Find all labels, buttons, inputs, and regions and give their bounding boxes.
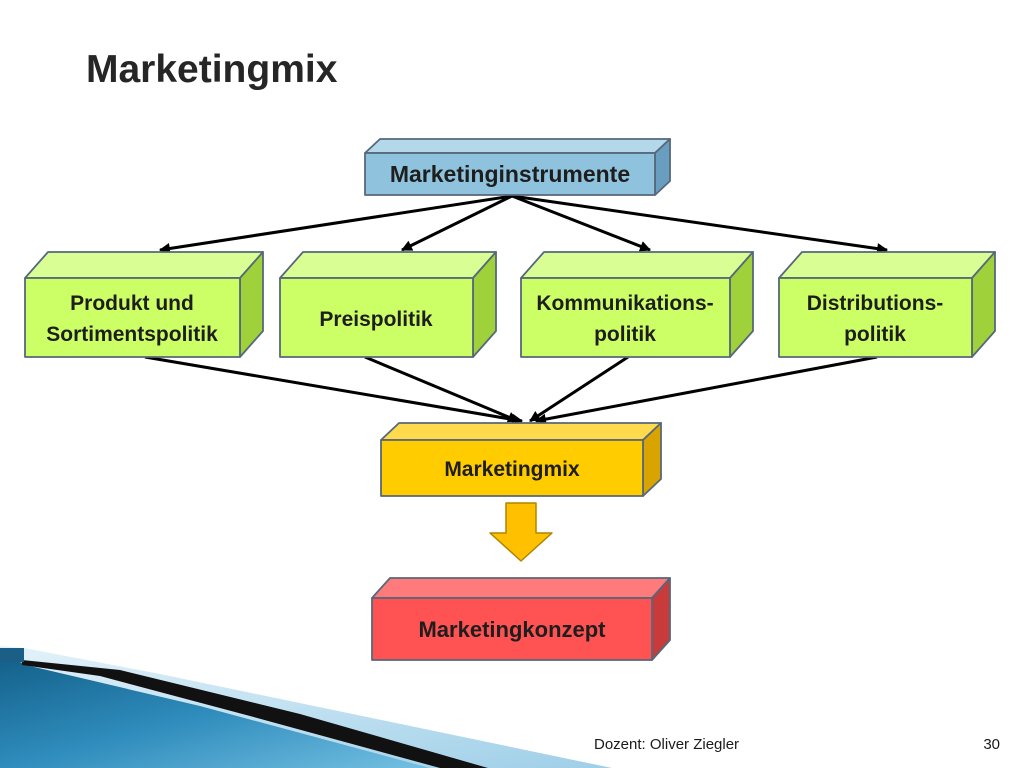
arrow-to-produkt-und-sortimentspolitik bbox=[158, 194, 513, 254]
footer-decoration bbox=[0, 646, 612, 768]
page-number: 30 bbox=[983, 736, 1000, 753]
node-label-line-1: Produkt und bbox=[70, 292, 194, 315]
node-distributionspolitik: Distributions- politik bbox=[778, 251, 996, 358]
footer-lecturer: Dozent: Oliver Ziegler bbox=[594, 736, 739, 753]
node-label-line-2: Sortimentspolitik bbox=[46, 323, 218, 346]
decoration-corner-block bbox=[0, 648, 24, 662]
diagram: Marketinginstrumente Produkt und Sortime… bbox=[24, 138, 996, 661]
node-label: Marketingkonzept bbox=[418, 617, 606, 642]
box-top-face bbox=[364, 138, 671, 154]
arrow-down-to-marketingkonzept bbox=[489, 502, 553, 562]
box-front-face bbox=[380, 439, 644, 497]
box-front-face bbox=[371, 597, 653, 661]
arrow-preispolitik-to-marketingmix bbox=[364, 355, 520, 423]
node-label-line-2: politik bbox=[844, 323, 906, 346]
arrow-kommunikationspolitik-to-marketingmix bbox=[529, 355, 629, 423]
box-front-face bbox=[24, 277, 241, 358]
node-marketingmix: Marketingmix bbox=[380, 422, 662, 497]
decoration-blue-wedge bbox=[0, 654, 430, 768]
node-preispolitik: Preispolitik bbox=[279, 251, 497, 358]
node-label: Marketinginstrumente bbox=[390, 161, 630, 187]
arrow-produkt-to-marketingmix bbox=[144, 355, 524, 425]
node-produkt-und-sortimentspolitik: Produkt und Sortimentspolitik bbox=[24, 251, 264, 358]
arrow-to-preispolitik bbox=[401, 194, 513, 252]
box-front-face bbox=[364, 152, 656, 196]
node-label-line-1: Kommunikations- bbox=[536, 292, 713, 315]
node-marketinginstrumente: Marketinginstrumente bbox=[364, 138, 671, 196]
slide-title: Marketingmix bbox=[86, 48, 338, 91]
decoration-black-swoosh bbox=[22, 660, 488, 768]
box-top-face bbox=[380, 422, 662, 441]
arrows-to-policies bbox=[158, 194, 889, 255]
box-top-face bbox=[520, 251, 754, 279]
box-top-face bbox=[279, 251, 497, 279]
arrow-to-kommunikationspolitik bbox=[511, 194, 652, 252]
box-top-face bbox=[24, 251, 264, 279]
node-label-line-2: politik bbox=[594, 323, 656, 346]
arrow-distributionspolitik-to-marketingmix bbox=[534, 355, 878, 425]
node-kommunikationspolitik: Kommunikations- politik bbox=[520, 251, 754, 358]
arrow-to-distributionspolitik bbox=[511, 194, 889, 255]
arrows-to-marketingmix bbox=[144, 355, 878, 425]
node-label-line-1: Distributions- bbox=[807, 292, 944, 315]
node-label: Preispolitik bbox=[319, 308, 433, 331]
box-front-face bbox=[279, 277, 474, 358]
box-top-face bbox=[778, 251, 996, 279]
node-label: Marketingmix bbox=[444, 458, 580, 481]
box-front-face bbox=[778, 277, 973, 358]
box-top-face bbox=[371, 577, 671, 599]
node-marketingkonzept: Marketingkonzept bbox=[371, 577, 671, 661]
box-front-face bbox=[520, 277, 731, 358]
